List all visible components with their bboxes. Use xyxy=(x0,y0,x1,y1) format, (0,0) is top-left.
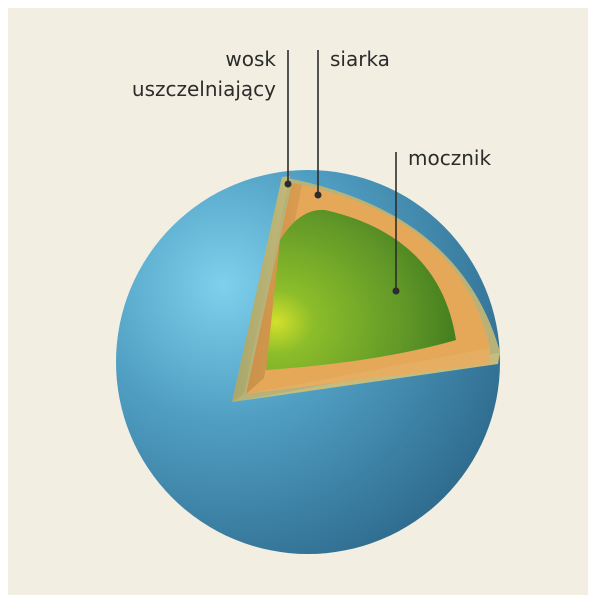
urea-label: mocznik xyxy=(408,146,492,170)
wax-label-line1: wosk xyxy=(225,47,276,71)
wax-label-line2: uszczelniający xyxy=(131,77,276,101)
sulfur-label: siarka xyxy=(330,47,390,71)
wax-leader-dot xyxy=(284,180,292,188)
urea-core xyxy=(266,209,456,370)
urea-leader-dot xyxy=(392,287,400,295)
sulfur-leader-dot xyxy=(314,191,322,199)
